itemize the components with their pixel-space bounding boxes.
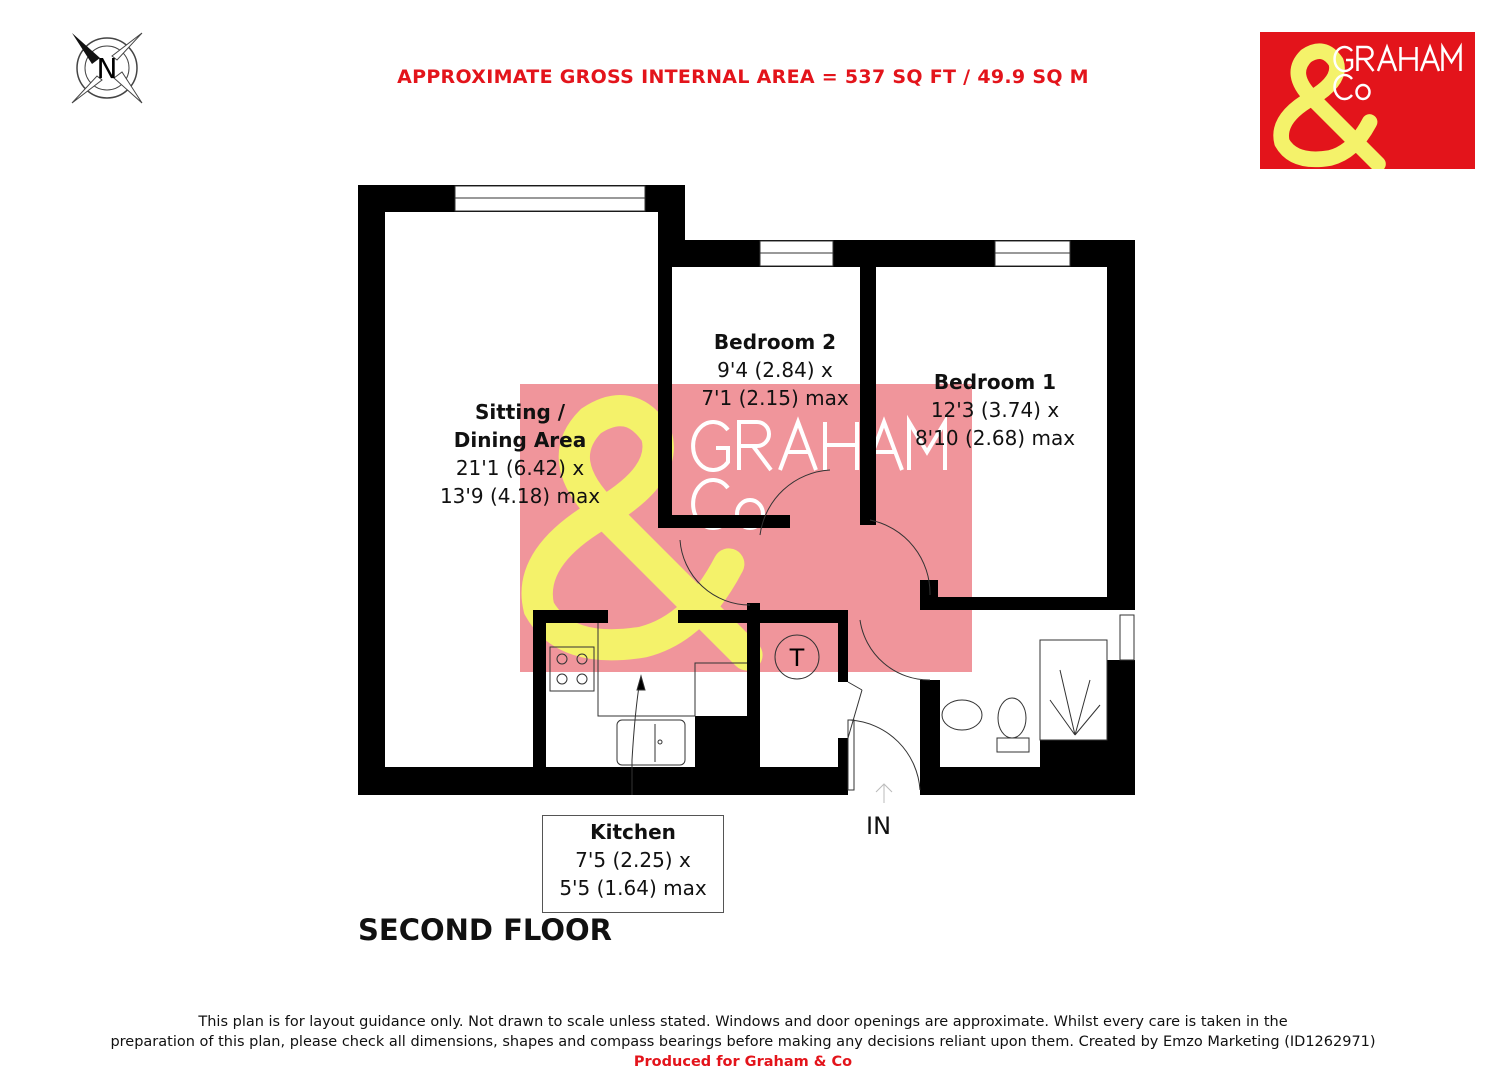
room-dimension: 7'5 (2.25) x — [575, 848, 691, 872]
fixtures: T — [549, 623, 1108, 803]
disclaimer-line-2: preparation of this plan, please check a… — [110, 1034, 1376, 1050]
thermostat-cupboard-circle — [774, 634, 820, 680]
windows — [454, 185, 1135, 661]
entrance-label: IN — [866, 812, 892, 840]
gross-area-title: APPROXIMATE GROSS INTERNAL AREA = 537 SQ… — [397, 66, 1089, 88]
room-name: Bedroom 1 — [933, 370, 1057, 394]
hob-icon — [549, 646, 595, 692]
doors — [679, 469, 931, 791]
graham-co-logo — [1260, 32, 1475, 169]
room-dimension: 21'1 (6.42) x — [455, 456, 585, 480]
room-name: Kitchen — [590, 820, 676, 844]
room-bedroom-1: Bedroom 1 12'3 (3.74) x 8'10 (2.68) max — [895, 368, 1095, 452]
disclaimer-line-1: This plan is for layout guidance only. N… — [198, 1014, 1288, 1030]
room-name: Sitting / — [474, 400, 566, 424]
produced-for: Produced for Graham & Co — [633, 1054, 853, 1070]
compass-icon: N — [71, 32, 143, 104]
room-bedroom-2: Bedroom 2 9'4 (2.84) x 7'1 (2.15) max — [680, 328, 870, 412]
room-dimension: 5'5 (1.64) max — [559, 876, 707, 900]
disclaimer: This plan is for layout guidance only. N… — [60, 1012, 1426, 1072]
toilet-icon — [997, 697, 1027, 739]
room-name: Dining Area — [453, 428, 587, 452]
sink-icon — [616, 719, 686, 766]
room-dimension: 13'9 (4.18) max — [439, 484, 601, 508]
room-dimension: 7'1 (2.15) max — [701, 386, 849, 410]
room-dimension: 12'3 (3.74) x — [930, 398, 1060, 422]
compass-north-label: N — [97, 52, 118, 85]
floor-plan: T — [358, 185, 1135, 803]
washbasin-icon — [941, 699, 983, 731]
room-kitchen: Kitchen 7'5 (2.25) x 5'5 (1.64) max — [542, 815, 724, 913]
floor-label: SECOND FLOOR — [358, 913, 612, 947]
room-name: Bedroom 2 — [713, 330, 837, 354]
room-dimension: 9'4 (2.84) x — [717, 358, 833, 382]
shower-icon — [1039, 639, 1108, 741]
room-dimension: 8'10 (2.68) max — [914, 426, 1076, 450]
cupboard-label: T — [789, 644, 805, 672]
room-sitting-dining: Sitting / Dining Area 21'1 (6.42) x 13'9… — [400, 398, 640, 510]
walls — [358, 185, 1135, 795]
